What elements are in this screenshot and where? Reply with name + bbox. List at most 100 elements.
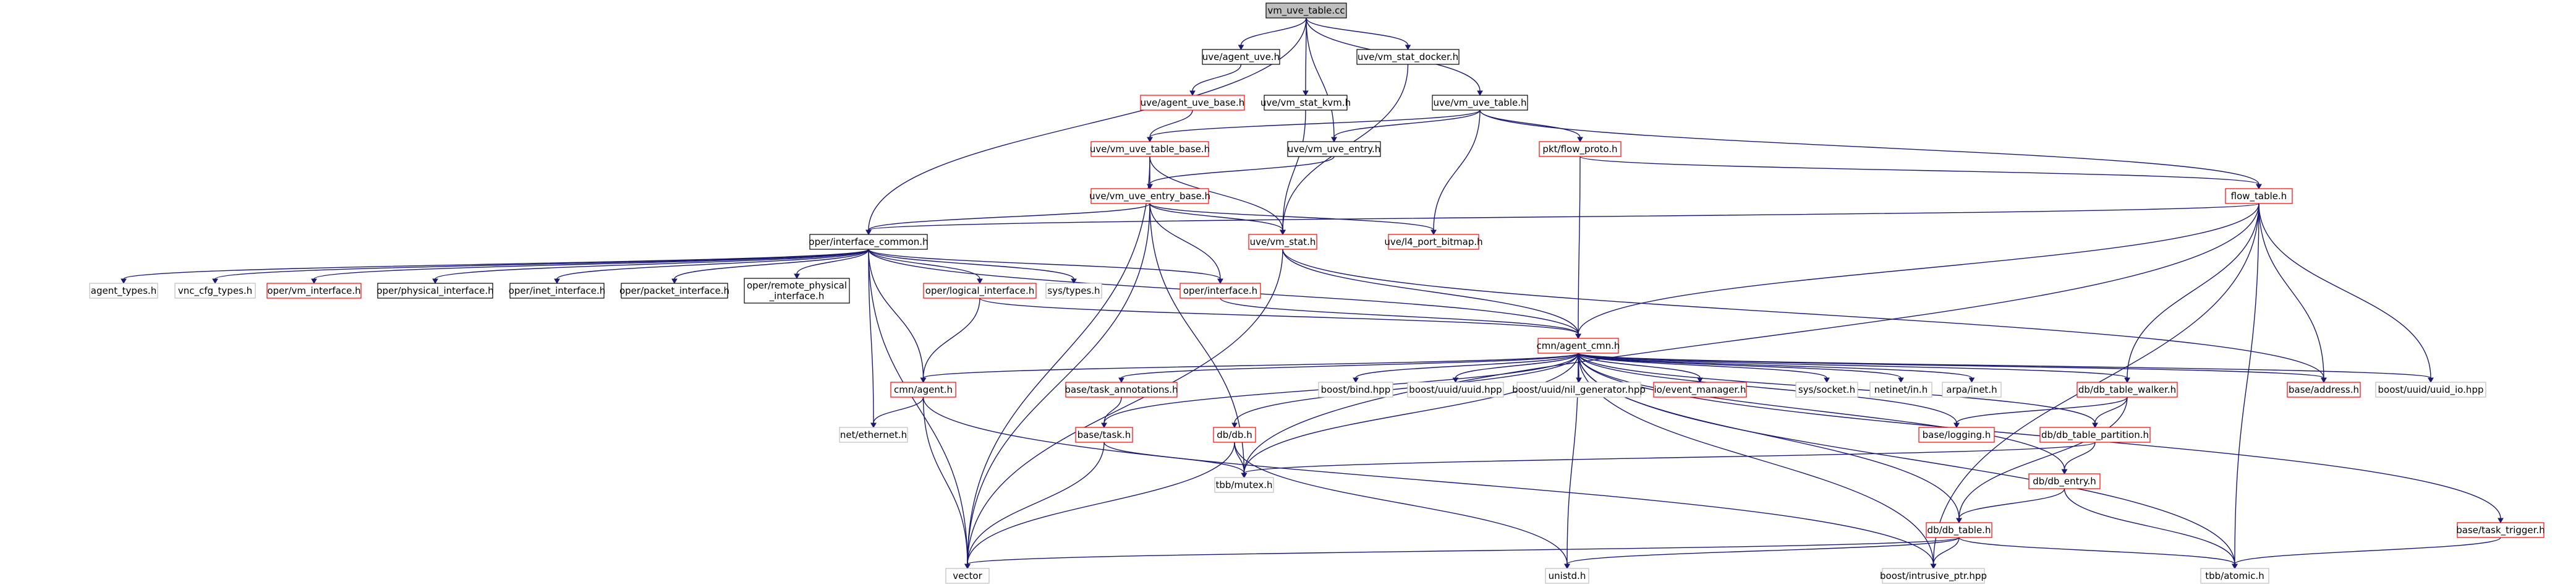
arrowhead-vm_uve_table_h-to-vm_uve_entry	[1331, 137, 1337, 143]
edge-vm_stat_kvm-to-vm_stat	[1282, 109, 1306, 231]
node-netinet_in[interactable]: netinet/in.h	[1869, 382, 1932, 398]
edge-root-to-vm_uve_entry	[1306, 17, 1335, 138]
node-tbb_mutex[interactable]: tbb/mutex.h	[1214, 477, 1274, 493]
node-db_db[interactable]: db/db.h	[1213, 427, 1256, 443]
node-boost_nil[interactable]: boost/uuid/nil_generator.hpp	[1512, 382, 1646, 398]
edge-agent_cmn-to-task_trigger	[1578, 353, 2501, 519]
node-db_table_walker[interactable]: db/db_table_walker.h	[2077, 382, 2178, 398]
edge-vm_stat-to-agent_cmn	[1282, 249, 1579, 335]
node-inet_interface[interactable]: oper/inet_interface.h	[509, 283, 606, 299]
arrowhead-task_trigger-to-tbb_atomic	[2232, 563, 2238, 570]
node-box	[1287, 141, 1381, 157]
node-vector[interactable]: vector	[945, 568, 990, 584]
node-interface_common[interactable]: oper/interface_common.h	[809, 234, 929, 250]
edge-db_table_partition-to-tbb_mutex	[1243, 442, 2096, 474]
edge-vm_uve_table_h-to-vm_uve_table_base	[1149, 109, 1481, 138]
node-oper_interface[interactable]: oper/interface.h	[1180, 283, 1261, 299]
node-flow_table[interactable]: flow_table.h	[2225, 188, 2293, 204]
node-box	[1318, 382, 1393, 398]
node-tbb_atomic[interactable]: tbb/atomic.h	[2200, 568, 2269, 584]
node-label: unistd.h	[1549, 570, 1586, 581]
edge-db_table_walker-to-base_logging	[1956, 396, 2128, 424]
node-logical_interface[interactable]: oper/logical_interface.h	[923, 283, 1037, 299]
node-vm_uve_entry[interactable]: uve/vm_uve_entry.h	[1287, 141, 1381, 157]
node-label: net/ethernet.h	[840, 429, 907, 440]
node-db_table_partition[interactable]: db/db_table_partition.h	[2039, 427, 2151, 443]
node-label: io/event_manager.h	[1654, 384, 1746, 396]
node-label: oper/packet_interface.h	[619, 285, 729, 297]
arrowhead-agent_cmn-to-db_table_walker	[2124, 377, 2130, 383]
node-packet_interface[interactable]: oper/packet_interface.h	[619, 283, 729, 299]
node-vm_stat_docker[interactable]: uve/vm_stat_docker.h	[1356, 49, 1460, 65]
edge-root-to-agent_uve	[1240, 17, 1307, 46]
node-label: _interface.h	[769, 291, 825, 302]
edge-cmn_agent-to-net_ethernet	[873, 396, 924, 424]
node-label: base/logging.h	[1923, 429, 1991, 440]
arrowhead-db_table-to-unistd	[1564, 563, 1570, 570]
node-sys_types[interactable]: sys/types.h	[1045, 283, 1102, 299]
node-vnc_cfg_types[interactable]: vnc_cfg_types.h	[174, 283, 256, 299]
edge-agent_cmn-to-cmn_agent	[922, 353, 1579, 379]
edge-root-to-vm_stat_docker	[1306, 17, 1409, 46]
node-event_manager[interactable]: io/event_manager.h	[1653, 382, 1747, 398]
arrowhead-oper_interface-to-agent_cmn	[1575, 333, 1581, 340]
node-vm_stat_kvm[interactable]: uve/vm_stat_kvm.h	[1260, 95, 1351, 111]
node-arpa_inet[interactable]: arpa/inet.h	[1942, 382, 2002, 398]
edge-vm_uve_table_h-to-vm_uve_entry	[1333, 109, 1481, 138]
node-flow_proto[interactable]: pkt/flow_proto.h	[1539, 141, 1622, 157]
node-box	[1388, 234, 1479, 250]
arrowhead-interface_common-to-vnc_cfg_types	[212, 278, 218, 285]
node-agent_uve[interactable]: uve/agent_uve.h	[1202, 49, 1280, 65]
node-base_task[interactable]: base/task.h	[1075, 427, 1133, 443]
node-agent_types[interactable]: agent_types.h	[89, 283, 158, 299]
edge-interface_common-to-remote_physical	[796, 249, 869, 275]
node-box	[1942, 382, 2002, 398]
node-box	[1090, 141, 1209, 157]
node-root: vm_uve_table.cc	[1265, 2, 1347, 19]
node-base_logging[interactable]: base/logging.h	[1918, 427, 1995, 443]
node-box	[1075, 427, 1133, 443]
node-box	[509, 283, 605, 299]
node-cmn_agent[interactable]: cmn/agent.h	[890, 382, 956, 398]
node-unistd[interactable]: unistd.h	[1545, 568, 1589, 584]
node-net_ethernet[interactable]: net/ethernet.h	[839, 427, 908, 443]
node-label: vnc_cfg_types.h	[178, 285, 252, 297]
node-vm_uve_table_base[interactable]: uve/vm_uve_table_base.h	[1090, 141, 1210, 157]
node-label: base/task_annotations.h	[1065, 384, 1178, 396]
node-boost_uuid[interactable]: boost/uuid/uuid.hpp	[1407, 382, 1504, 398]
edge-db_table-to-tbb_atomic	[1958, 537, 2235, 565]
node-box	[1090, 188, 1209, 204]
node-label: db/db_entry.h	[2033, 476, 2096, 487]
node-box	[1537, 338, 1619, 354]
node-label: uve/agent_uve_base.h	[1141, 97, 1245, 109]
node-boost_bind[interactable]: boost/bind.hpp	[1318, 382, 1393, 398]
edge-base_task-to-tbb_mutex	[1103, 442, 1245, 474]
node-db_entry[interactable]: db/db_entry.h	[2028, 473, 2101, 489]
node-vm_interface[interactable]: oper/vm_interface.h	[266, 283, 362, 299]
node-task_trigger[interactable]: base/task_trigger.h	[2456, 522, 2545, 538]
node-uuid_io[interactable]: boost/uuid/uuid_io.hpp	[2375, 382, 2486, 398]
node-vm_uve_table_h[interactable]: uve/vm_uve_table.h	[1432, 95, 1528, 111]
edge-interface_common-to-vnc_cfg_types	[215, 249, 869, 280]
node-vm_stat[interactable]: uve/vm_stat.h	[1248, 234, 1317, 250]
node-task_annotations[interactable]: base/task_annotations.h	[1065, 382, 1178, 398]
node-agent_uve_base[interactable]: uve/agent_uve_base.h	[1140, 95, 1245, 111]
arrowhead-agent_cmn-to-boost_bind	[1353, 377, 1359, 383]
node-base_address[interactable]: base/address.h	[2287, 382, 2361, 398]
node-box	[2375, 382, 2486, 398]
arrowhead-interface_common-to-inet_interface	[554, 278, 560, 285]
node-l4_port_bitmap[interactable]: uve/l4_port_bitmap.h	[1384, 234, 1483, 250]
node-physical_interface[interactable]: oper/physical_interface.h	[376, 283, 494, 299]
node-vm_uve_entry_base[interactable]: uve/vm_uve_entry_base.h	[1089, 188, 1210, 204]
node-label: flow_table.h	[2231, 191, 2287, 202]
node-label: uve/vm_stat_docker.h	[1358, 51, 1458, 63]
edge-agent_cmn-to-db_entry	[1578, 353, 2065, 470]
node-sys_socket[interactable]: sys/socket.h	[1795, 382, 1858, 398]
node-agent_cmn[interactable]: cmn/agent_cmn.h	[1537, 338, 1620, 354]
node-box	[1140, 95, 1245, 111]
node-box	[1264, 95, 1348, 111]
node-remote_physical[interactable]: oper/remote_physical_interface.h	[744, 278, 850, 304]
edge-db_table-to-unistd	[1566, 537, 1960, 565]
node-db_table[interactable]: db/db_table.h	[1926, 522, 1992, 538]
node-intrusive_ptr[interactable]: boost/intrusive_ptr.hpp	[1880, 568, 1987, 584]
